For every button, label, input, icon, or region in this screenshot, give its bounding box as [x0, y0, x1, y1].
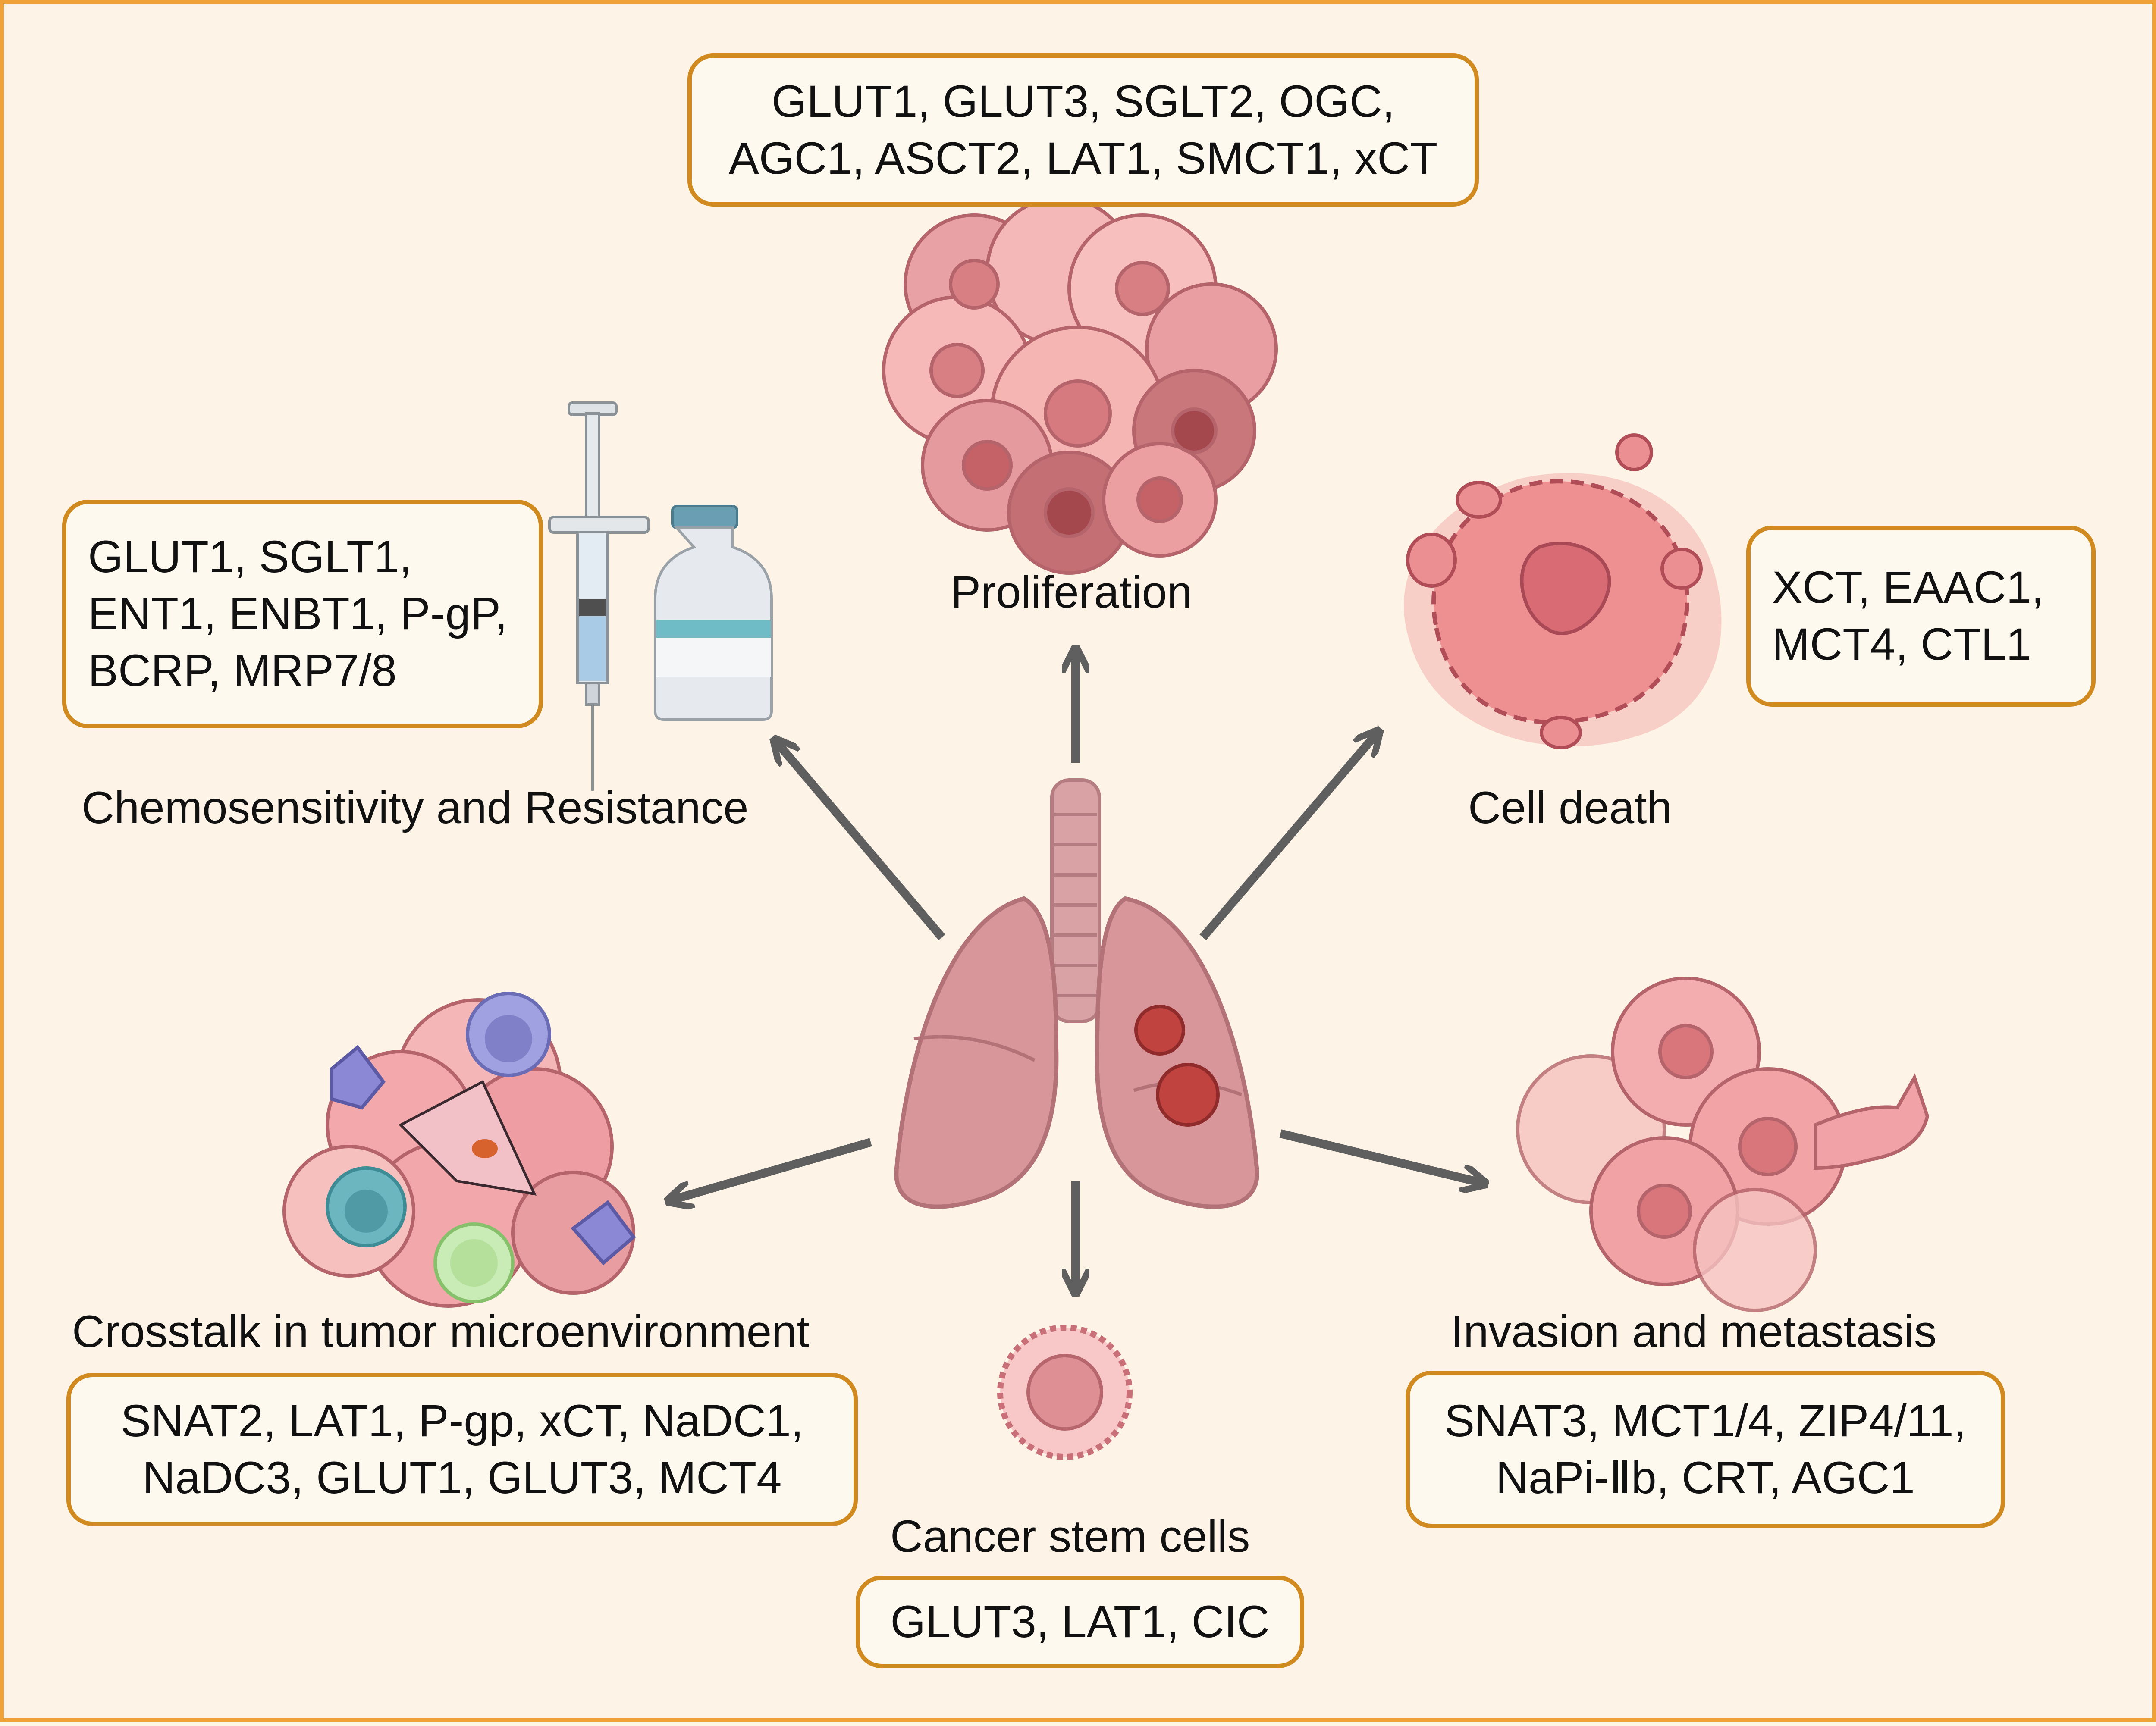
transporter-line: SNAT2, LAT1, P-gp, xCT, NaDC1,	[120, 1395, 804, 1446]
transporter-line: ENT1, ENBT1, P-gP,	[88, 589, 508, 639]
lungs-with-tumor-icon	[894, 778, 1259, 1209]
cell-death-title: Cell death	[1468, 783, 1672, 833]
diagram-artwork	[282, 196, 1930, 1460]
transporter-line: AGC1, ASCT2, LAT1, SMCT1, xCT	[728, 133, 1438, 184]
csc-transporter-box: GLUT3, LAT1, CIC	[856, 1576, 1304, 1668]
arrow-to-cell-death	[1199, 733, 1378, 940]
syringe-and-vial-icon	[548, 401, 773, 791]
proliferation-title: Proliferation	[951, 567, 1193, 617]
chemo-title: Chemosensitivity and Resistance	[82, 783, 749, 833]
dying-cell-icon	[1403, 433, 1722, 749]
transporter-line: SNAT3, MCT1/4, ZIP4/11,	[1444, 1395, 1966, 1446]
invasion-title: Invasion and metastasis	[1451, 1306, 1937, 1357]
chemo-transporter-box: GLUT1, SGLT1, ENT1, ENBT1, P-gP, BCRP, M…	[62, 500, 543, 728]
transporter-line: NaPi-Ⅱb, CRT, AGC1	[1496, 1452, 1915, 1503]
cell-death-transporter-box: XCT, EAAC1, MCT4, CTL1	[1746, 526, 2096, 707]
arrow-to-chemo	[776, 741, 945, 940]
tumor-microenvironment-icon	[282, 992, 636, 1308]
transporter-line: GLUT1, GLUT3, SGLT2, OGC,	[771, 76, 1395, 127]
transporter-line: GLUT1, SGLT1,	[88, 532, 412, 582]
crosstalk-title: Crosstalk in tumor microenvironment	[72, 1306, 810, 1357]
csc-title: Cancer stem cells	[890, 1511, 1250, 1562]
proliferation-transporter-box: GLUT1, GLUT3, SGLT2, OGC, AGC1, ASCT2, L…	[687, 53, 1479, 207]
arrow-to-crosstalk	[670, 1138, 872, 1200]
transporter-line: GLUT3, LAT1, CIC	[890, 1596, 1270, 1647]
migrating-cells-icon	[1516, 977, 1930, 1312]
transporter-line: XCT, EAAC1,	[1772, 562, 2044, 613]
transporter-line: NaDC3, GLUT1, GLUT3, MCT4	[142, 1452, 782, 1503]
transporter-line: BCRP, MRP7/8	[88, 645, 397, 696]
transporter-line: MCT4, CTL1	[1772, 619, 2031, 670]
invasion-transporter-box: SNAT3, MCT1/4, ZIP4/11, NaPi-Ⅱb, CRT, AG…	[1406, 1371, 2005, 1528]
arrows	[670, 651, 1483, 1291]
stem-cell-icon	[997, 1325, 1133, 1460]
crosstalk-transporter-box: SNAT2, LAT1, P-gp, xCT, NaDC1, NaDC3, GL…	[66, 1373, 858, 1526]
cell-cluster-icon	[882, 196, 1278, 575]
arrow-to-invasion	[1279, 1129, 1483, 1183]
